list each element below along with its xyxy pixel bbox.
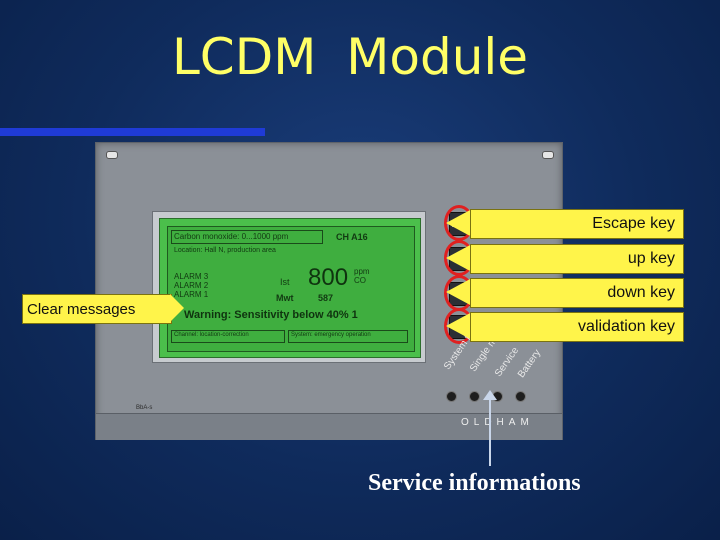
lcd-mwt-value: 587: [318, 293, 334, 303]
lcd-measured-value: 800: [308, 264, 349, 291]
clear-messages-pointer: [170, 294, 184, 322]
title-underline: [0, 128, 265, 136]
lcd-measure-line: Carbon monoxide: 0...1000 ppm: [174, 232, 289, 241]
validation-key-callout: validation key: [470, 312, 684, 342]
escape-key-callout-label: Escape key: [592, 215, 675, 232]
lcdm-front-panel: BbA-s OLDHAM Carbon monoxide: 0...1000 p…: [95, 142, 563, 440]
system-failure-led: [446, 391, 457, 402]
lcd-channel: CH A16: [336, 232, 368, 242]
panel-bottom-strip: [96, 413, 562, 440]
up-callout-pointer: [446, 244, 472, 272]
lcd-alarm1: ALARM 1: [174, 290, 209, 299]
lcd-ist-label: Ist: [280, 277, 290, 287]
validation-callout-pointer: [446, 312, 472, 340]
down-key-callout-label: down key: [607, 284, 675, 301]
lcd-unit: ppm: [354, 267, 370, 276]
brand-logo: OLDHAM: [461, 417, 534, 428]
page-title: LCDM Module: [171, 28, 529, 86]
lcd-footer-right-box: [288, 330, 408, 343]
lcd-location: Location: Hall N, production area: [174, 247, 276, 254]
service-informations-label: Service informations: [368, 470, 581, 496]
lcd-footer-left: Channel: location-correction: [174, 332, 249, 338]
lcd-footer-right: System: emergency operation: [291, 332, 371, 338]
battery-led: [515, 391, 526, 402]
lcd-warning: Warning: Sensitivity below 40% 1: [184, 309, 358, 321]
mounting-slot: [106, 151, 118, 159]
lcd-screen: Carbon monoxide: 0...1000 ppm CH A16 Loc…: [159, 218, 421, 358]
up-key-callout-label: up key: [627, 250, 675, 267]
lcd-bezel: Carbon monoxide: 0...1000 ppm CH A16 Loc…: [152, 211, 426, 363]
lcd-mwt-label: Mwt: [276, 293, 294, 303]
mounting-slot: [542, 151, 554, 159]
lcd-alarm3: ALARM 3: [174, 272, 209, 281]
escape-callout-pointer: [446, 209, 472, 237]
down-callout-pointer: [446, 278, 472, 306]
measure-box: [171, 230, 323, 244]
clear-messages-callout: Clear messages: [22, 294, 172, 324]
escape-key-callout: Escape key: [470, 209, 684, 239]
lcd-alarm2: ALARM 2: [174, 281, 209, 290]
panel-reference: BbA-s: [136, 405, 153, 411]
validation-key-callout-label: validation key: [578, 318, 675, 335]
service-arrow-line: [489, 398, 491, 466]
lcd-footer-left-box: [171, 330, 285, 343]
lcd-gas: CO: [354, 276, 366, 285]
lcd-display-area: Carbon monoxide: 0...1000 ppm CH A16 Loc…: [167, 226, 415, 352]
service-arrow-head: [483, 390, 497, 400]
up-key-callout: up key: [470, 244, 684, 274]
clear-messages-label: Clear messages: [27, 301, 136, 318]
single-mode-led: [469, 391, 480, 402]
down-key-callout: down key: [470, 278, 684, 308]
